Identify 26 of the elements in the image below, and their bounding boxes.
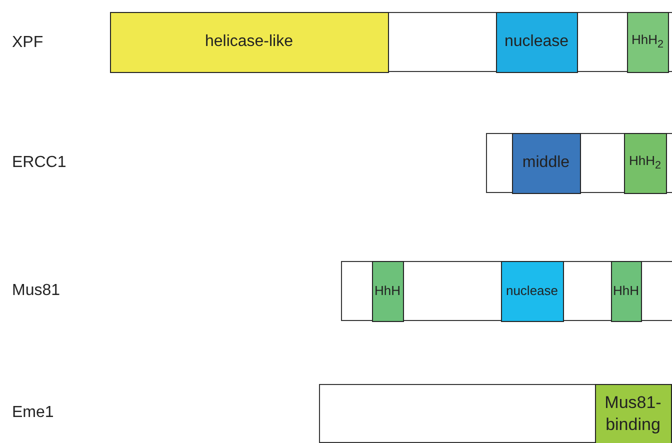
protein-bar (110, 12, 672, 72)
domain-block (512, 132, 580, 194)
protein-bar (486, 133, 672, 193)
domain-label: nuclease (506, 282, 558, 300)
domain-label: HhH (612, 282, 639, 300)
domain-block (626, 12, 668, 72)
domain-block (496, 12, 578, 72)
domain-label: nuclease (504, 32, 569, 52)
domain-label: HhH$_{2}$ (628, 152, 662, 174)
domain-label: Mus81- binding (604, 392, 662, 436)
domain-label: helicase-like (204, 32, 294, 52)
domain-label: HhH (374, 282, 400, 300)
domain-block (594, 384, 672, 443)
domain-block (500, 260, 564, 322)
protein-bar (341, 261, 672, 321)
domain-block (110, 12, 388, 72)
domain-label: middle (522, 153, 570, 173)
domain-label: HhH$_{2}$ (631, 30, 664, 52)
protein-name: Eme1 (12, 404, 54, 422)
protein-name: ERCC1 (12, 154, 66, 172)
domain-block (624, 132, 666, 194)
protein-name: XPF (12, 34, 44, 52)
domain-block (610, 260, 642, 322)
protein-bar (319, 384, 672, 443)
protein-name: Mus81 (12, 282, 60, 300)
domain-block (372, 260, 404, 322)
